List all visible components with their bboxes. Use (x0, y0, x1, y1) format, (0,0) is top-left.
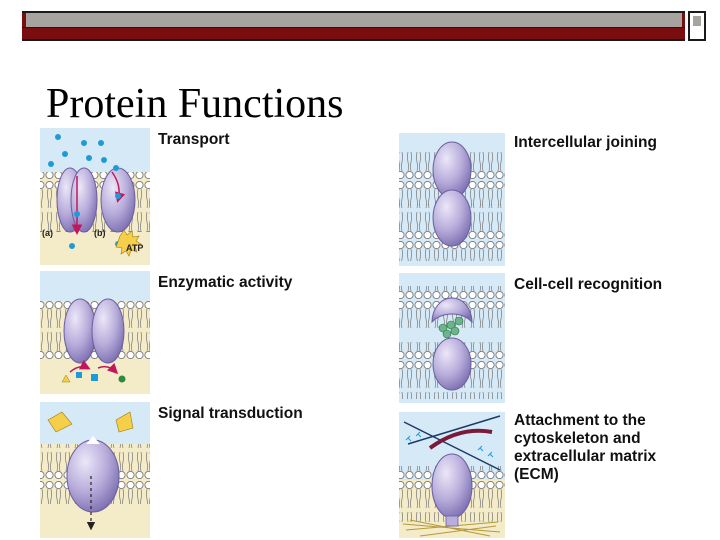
attachment-line-3: extracellular matrix (514, 448, 657, 465)
atp-label: ATP (126, 243, 143, 253)
label-attachment: Attachment to the cytoskeleton and extra… (514, 412, 656, 484)
slide-top-bar (22, 11, 710, 41)
label-intercellular-joining: Intercellular joining (514, 134, 657, 151)
transport-sub-label-b: (b) (94, 228, 106, 238)
label-transport: Transport (158, 131, 230, 148)
attachment-illustration (399, 412, 505, 538)
transport-sub-label-a: (a) (42, 228, 53, 238)
attachment-line-4: (ECM) (514, 466, 559, 483)
attachment-line-1: Attachment to the (514, 412, 646, 429)
signal-illustration (40, 402, 150, 538)
recognition-illustration (399, 273, 505, 403)
slide-corner-box (688, 11, 706, 41)
label-cell-cell-recognition: Cell-cell recognition (514, 276, 663, 293)
attachment-line-2: cytoskeleton and (514, 430, 641, 447)
slide-title: Protein Functions (46, 81, 344, 127)
enzymatic-illustration (40, 271, 150, 394)
transport-illustration: ATP (a) (b) (40, 128, 150, 265)
label-signal-transduction: Signal transduction (158, 405, 303, 422)
label-enzymatic-activity: Enzymatic activity (158, 274, 293, 291)
joining-illustration (399, 133, 505, 266)
